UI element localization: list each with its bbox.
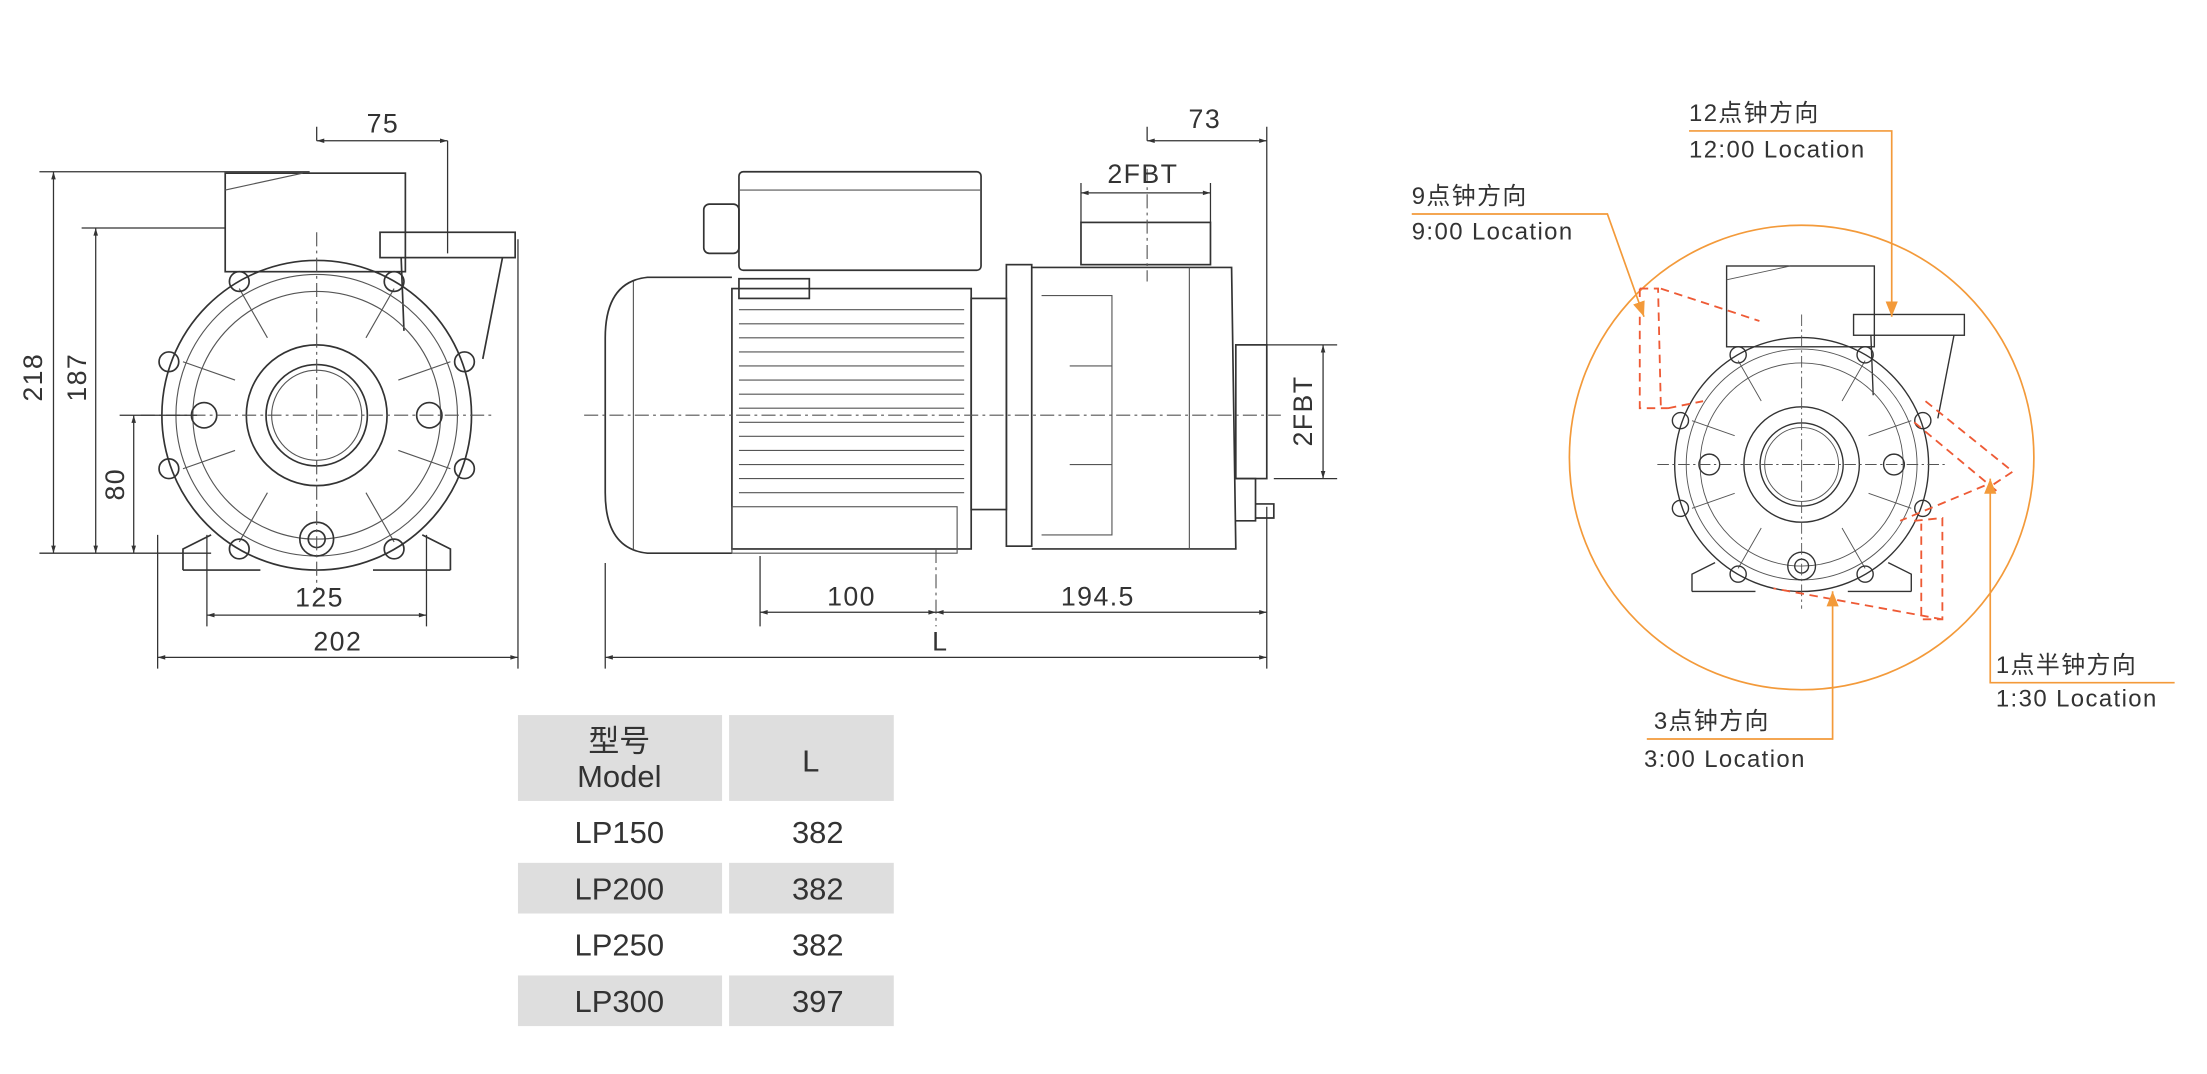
dim-L: L <box>932 626 948 656</box>
table-row: LP150 382 <box>575 815 844 850</box>
dim-202: 202 <box>313 626 362 656</box>
label-3-en: 3:00 Location <box>1644 746 1806 773</box>
dim-218: 218 <box>18 353 48 402</box>
length-cell: 382 <box>792 871 844 906</box>
header-model-cn: 型号 <box>588 724 650 759</box>
table-row: LP300 397 <box>575 984 844 1019</box>
dim-73: 73 <box>1189 104 1222 134</box>
side-view: 73 2FBT 2FBT 100 194.5 L <box>584 104 1338 669</box>
table-row: LP200 382 <box>575 871 844 906</box>
dim-80: 80 <box>100 468 130 501</box>
label-12-cn: 12点钟方向 <box>1689 100 1820 127</box>
label-130-cn: 1点半钟方向 <box>1996 652 2137 679</box>
label-9-cn: 9点钟方向 <box>1412 183 1528 210</box>
model-length-table: 型号 Model L LP150 382 LP200 382 LP250 382… <box>517 715 894 1027</box>
alt-outlet-positions <box>1638 287 2015 621</box>
model-cell: LP200 <box>575 871 665 906</box>
label-9-en: 9:00 Location <box>1412 218 1574 245</box>
length-cell: 382 <box>792 815 844 850</box>
model-cell: LP250 <box>575 928 665 963</box>
dim-100: 100 <box>827 581 876 611</box>
label-12-en: 12:00 Location <box>1689 137 1866 164</box>
front-view: 75 218 187 80 125 202 <box>18 108 519 669</box>
length-cell: 397 <box>792 984 844 1019</box>
dim-125: 125 <box>295 583 344 613</box>
dim-75: 75 <box>367 108 400 138</box>
outlet-orientation-view: 12点钟方向 12:00 Location 9点钟方向 9:00 Locatio… <box>1411 100 2175 773</box>
model-cell: LP300 <box>575 984 665 1019</box>
table-row: LP250 382 <box>575 928 844 963</box>
orientation-circle <box>1568 224 2035 691</box>
dim-2fbt-inlet: 2FBT <box>1288 376 1318 447</box>
dim-194-5: 194.5 <box>1061 581 1135 611</box>
dim-187: 187 <box>62 353 92 402</box>
length-cell: 382 <box>792 928 844 963</box>
label-3-cn: 3点钟方向 <box>1654 708 1770 735</box>
dim-2fbt-outlet: 2FBT <box>1107 159 1178 189</box>
model-cell: LP150 <box>575 815 665 850</box>
label-130-en: 1:30 Location <box>1996 686 2158 713</box>
header-L: L <box>802 743 819 778</box>
header-model-en: Model <box>577 759 661 794</box>
